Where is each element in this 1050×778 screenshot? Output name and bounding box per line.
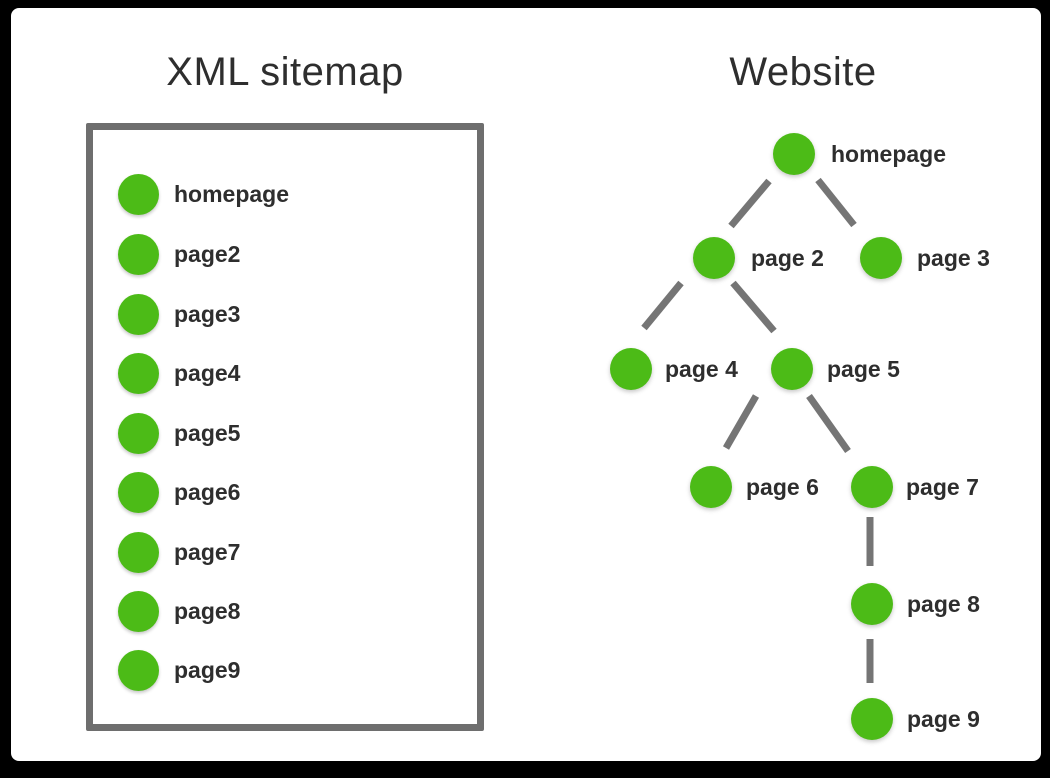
tree-node-label: page 3 [917, 245, 990, 271]
tree-node-page4: page 4 [610, 348, 738, 390]
tree-node-label: page 4 [665, 356, 738, 382]
tree-node-label: page 7 [906, 474, 979, 500]
tree-node-page3: page 3 [860, 237, 990, 279]
edge-page2-page4 [641, 280, 684, 331]
tree-node-label: page 8 [907, 591, 980, 617]
sitemap-list-item: homepage [118, 174, 289, 215]
tree-node-page9: page 9 [851, 698, 980, 740]
page-node-icon [118, 413, 159, 454]
sitemap-list-item: page4 [118, 353, 240, 394]
page-node-icon [118, 650, 159, 691]
sitemap-item-label: homepage [174, 181, 290, 207]
tree-node-label: homepage [831, 141, 946, 167]
sitemap-list-item: page8 [118, 591, 240, 632]
tree-edges [641, 177, 874, 683]
edge-page5-page7 [806, 393, 851, 454]
sitemap-item-label: page9 [174, 657, 241, 683]
page-node-icon [773, 133, 815, 175]
page-node-icon [118, 472, 159, 513]
sitemap-item-label: page7 [174, 539, 241, 565]
page-node-icon [690, 466, 732, 508]
page-node-icon [771, 348, 813, 390]
website-tree: homepage page 2 page 3 page 4 page 5 pag… [610, 133, 990, 740]
sitemap-item-label: page8 [174, 598, 241, 624]
tree-node-homepage: homepage [773, 133, 946, 175]
tree-node-label: page 6 [746, 474, 819, 500]
edge-homepage-page2 [728, 178, 772, 229]
sitemap-item-label: page2 [174, 241, 241, 267]
tree-node-page2: page 2 [693, 237, 824, 279]
page-node-icon [118, 532, 159, 573]
tree-node-label: page 2 [751, 245, 824, 271]
sitemap-item-label: page4 [174, 360, 241, 386]
page-node-icon [860, 237, 902, 279]
tree-node-page8: page 8 [851, 583, 980, 625]
diagram-canvas: XML sitemap Website homepage page2 page3… [11, 8, 1041, 761]
sitemap-list-item: page6 [118, 472, 240, 513]
sitemap-list-item: page9 [118, 650, 240, 691]
page-node-icon [118, 591, 159, 632]
tree-node-page7: page 7 [851, 466, 979, 508]
page-node-icon [851, 583, 893, 625]
sitemap-item-label: page5 [174, 420, 241, 446]
page-node-icon [610, 348, 652, 390]
page-node-icon [118, 353, 159, 394]
sitemap-item-label: page3 [174, 301, 241, 327]
tree-node-label: page 5 [827, 356, 900, 382]
sitemap-list-item: page5 [118, 413, 240, 454]
page-node-icon [118, 294, 159, 335]
sitemap-list-item: page3 [118, 294, 240, 335]
page-node-icon [851, 698, 893, 740]
page-node-icon [118, 174, 159, 215]
tree-node-page6: page 6 [690, 466, 819, 508]
tree-node-label: page 9 [907, 706, 980, 732]
sitemap-list-item: page2 [118, 234, 240, 275]
tree-node-page5: page 5 [771, 348, 900, 390]
sitemap-item-label: page6 [174, 479, 241, 505]
website-title: Website [729, 50, 877, 94]
page-node-icon [693, 237, 735, 279]
edge-homepage-page3 [815, 177, 857, 228]
edge-page5-page6 [722, 394, 760, 450]
xml-sitemap-title: XML sitemap [166, 50, 404, 94]
page-node-icon [851, 466, 893, 508]
sitemap-list-item: page7 [118, 532, 240, 573]
page-node-icon [118, 234, 159, 275]
edge-page2-page5 [730, 280, 777, 334]
